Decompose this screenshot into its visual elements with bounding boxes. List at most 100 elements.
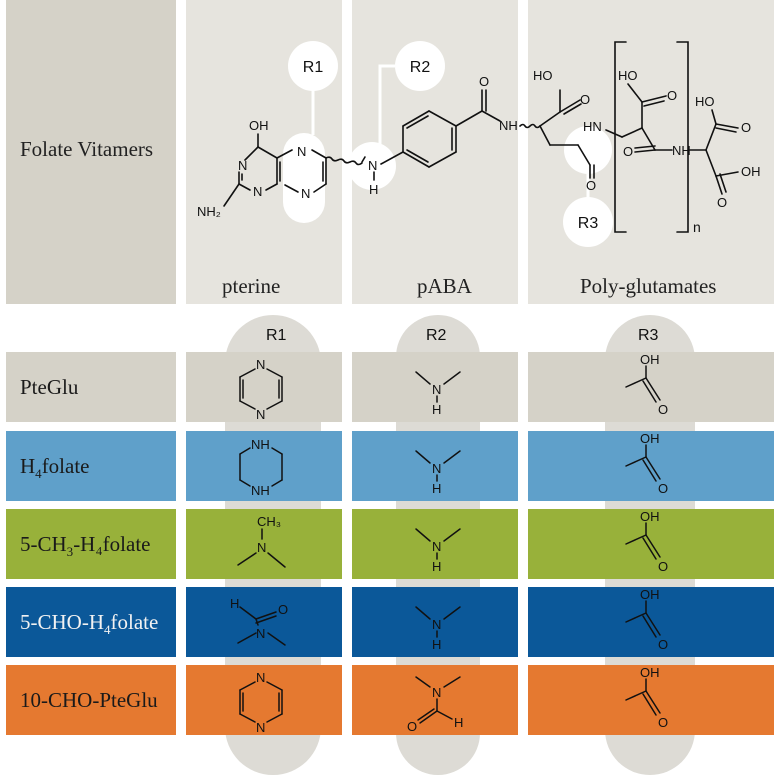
fragment-atom-oh: OH bbox=[640, 587, 660, 602]
column-headers: R1 R2 R3 bbox=[266, 327, 659, 344]
column-header-r1: R1 bbox=[266, 327, 287, 344]
atom-gamma-o: O bbox=[586, 178, 596, 193]
fragment-atom-n: N bbox=[432, 685, 441, 700]
section-label-paba: pABA bbox=[417, 274, 472, 298]
r1-cell bbox=[186, 352, 342, 422]
fragment-atom-o: O bbox=[658, 715, 668, 730]
atom-amide-nh: NH bbox=[499, 118, 518, 133]
fragment-atom-h: H bbox=[432, 637, 441, 652]
r1-cell bbox=[186, 665, 342, 735]
atom-term-ho: HO bbox=[695, 94, 715, 109]
fragment-atom-o: O bbox=[278, 602, 288, 617]
fragment-atom-o: O bbox=[658, 559, 668, 574]
atom-n5: N bbox=[297, 144, 306, 159]
fragment-atom-oh: OH bbox=[640, 431, 660, 446]
fragment-atom-n: N bbox=[256, 720, 265, 735]
r-site-highlights bbox=[283, 41, 613, 247]
fragment-atom-nh: NH bbox=[251, 437, 270, 452]
column-header-r3: R3 bbox=[638, 327, 659, 344]
atom-n8: N bbox=[301, 186, 310, 201]
atom-repeat-co: O bbox=[623, 144, 633, 159]
atom-alpha-ho: HO bbox=[533, 68, 553, 83]
fragment-atom-o: O bbox=[658, 637, 668, 652]
fragment-atom-n: N bbox=[256, 357, 265, 372]
atom-nh2: NH₂ bbox=[197, 204, 221, 219]
vitamer-name: H4folate bbox=[20, 454, 90, 481]
fragment-atom-h: H bbox=[454, 715, 463, 730]
atom-term-o2: O bbox=[717, 195, 727, 210]
r1-cell bbox=[186, 431, 342, 501]
vitamer-name: 5-CH3-H₄folate bbox=[20, 532, 151, 559]
r3-structure: OHO bbox=[625, 352, 668, 417]
r2-structure: N O H bbox=[407, 676, 463, 734]
atom-term-o: O bbox=[741, 120, 751, 135]
r1-cell bbox=[186, 587, 342, 657]
atom-alpha-o: O bbox=[580, 92, 590, 107]
atom-n10-h: H bbox=[369, 182, 378, 197]
fragment-atom-oh: OH bbox=[640, 509, 660, 524]
fragment-atom-h: H bbox=[230, 596, 239, 611]
row-label-cell bbox=[6, 587, 176, 657]
r2-cell bbox=[352, 431, 518, 501]
r2-cell bbox=[352, 587, 518, 657]
row-label-cell bbox=[6, 509, 176, 579]
fragment-atom-o: O bbox=[407, 719, 417, 734]
fragment-atom-oh: OH bbox=[640, 665, 660, 680]
r1-structure: H ON bbox=[230, 596, 288, 646]
fragment-atom-h: H bbox=[432, 481, 441, 496]
diagram-title: Folate Vitamers bbox=[20, 137, 154, 161]
r3-structure: OH O bbox=[625, 509, 668, 574]
bonds bbox=[223, 41, 739, 233]
r2-cell bbox=[352, 665, 518, 735]
atom-term-oh: OH bbox=[741, 164, 761, 179]
r2-structure: NH bbox=[415, 371, 461, 417]
section-label-polyglutamates: Poly-glutamates bbox=[580, 274, 717, 298]
atom-repeat-hn: HN bbox=[583, 119, 602, 134]
fragment-atom-h: H bbox=[432, 402, 441, 417]
r3-structure: OH O bbox=[625, 431, 668, 496]
r2-structure: NH bbox=[415, 450, 461, 496]
atom-n3: N bbox=[238, 158, 247, 173]
r3-structure: OH O bbox=[625, 665, 668, 730]
section-label-pterine: pterine bbox=[222, 274, 281, 298]
callout-leaders bbox=[311, 64, 590, 198]
fragment-atom-n: N bbox=[257, 540, 266, 555]
fragment-atom-n: N bbox=[432, 539, 441, 554]
fragment-atom-h: H bbox=[432, 559, 441, 574]
fragment-atom-n: N bbox=[256, 670, 265, 685]
vitamer-name: 5-CHO-H4folate bbox=[20, 610, 159, 637]
atom-labels: OH N N NH₂ N N N H O NH HO O O HN HO O O… bbox=[197, 68, 761, 235]
r2-structure: NH bbox=[415, 606, 461, 652]
fragment-atom-oh: OH bbox=[640, 352, 660, 367]
atom-n1: N bbox=[253, 184, 262, 199]
r1-structure: NN bbox=[239, 357, 283, 422]
atom-repeat-nh: NH bbox=[672, 143, 691, 158]
repeat-count-n: n bbox=[693, 219, 701, 235]
column-header-r2: R2 bbox=[426, 327, 447, 344]
row-label-cell bbox=[6, 352, 176, 422]
r1-cell bbox=[186, 509, 342, 579]
fragment-atom-o: O bbox=[658, 481, 668, 496]
r2-cell bbox=[352, 352, 518, 422]
fragment-atom-n: N bbox=[432, 461, 441, 476]
r2-cell bbox=[352, 509, 518, 579]
fragment-atom-nh: NH bbox=[251, 483, 270, 498]
vitamer-name: 10-CHO-PteGlu bbox=[20, 688, 158, 712]
r1-structure: NN bbox=[239, 670, 283, 735]
r1-structure: NH NH bbox=[239, 437, 283, 498]
atom-repeat-o: O bbox=[667, 88, 677, 103]
fragment-atom-n: N bbox=[432, 382, 441, 397]
fragment-atom-n: N bbox=[256, 626, 265, 641]
atom-amide-o: O bbox=[479, 74, 489, 89]
r2-structure: NH bbox=[415, 528, 461, 574]
row-label-cell bbox=[6, 665, 176, 735]
vitamer-name: PteGlu bbox=[20, 375, 79, 399]
